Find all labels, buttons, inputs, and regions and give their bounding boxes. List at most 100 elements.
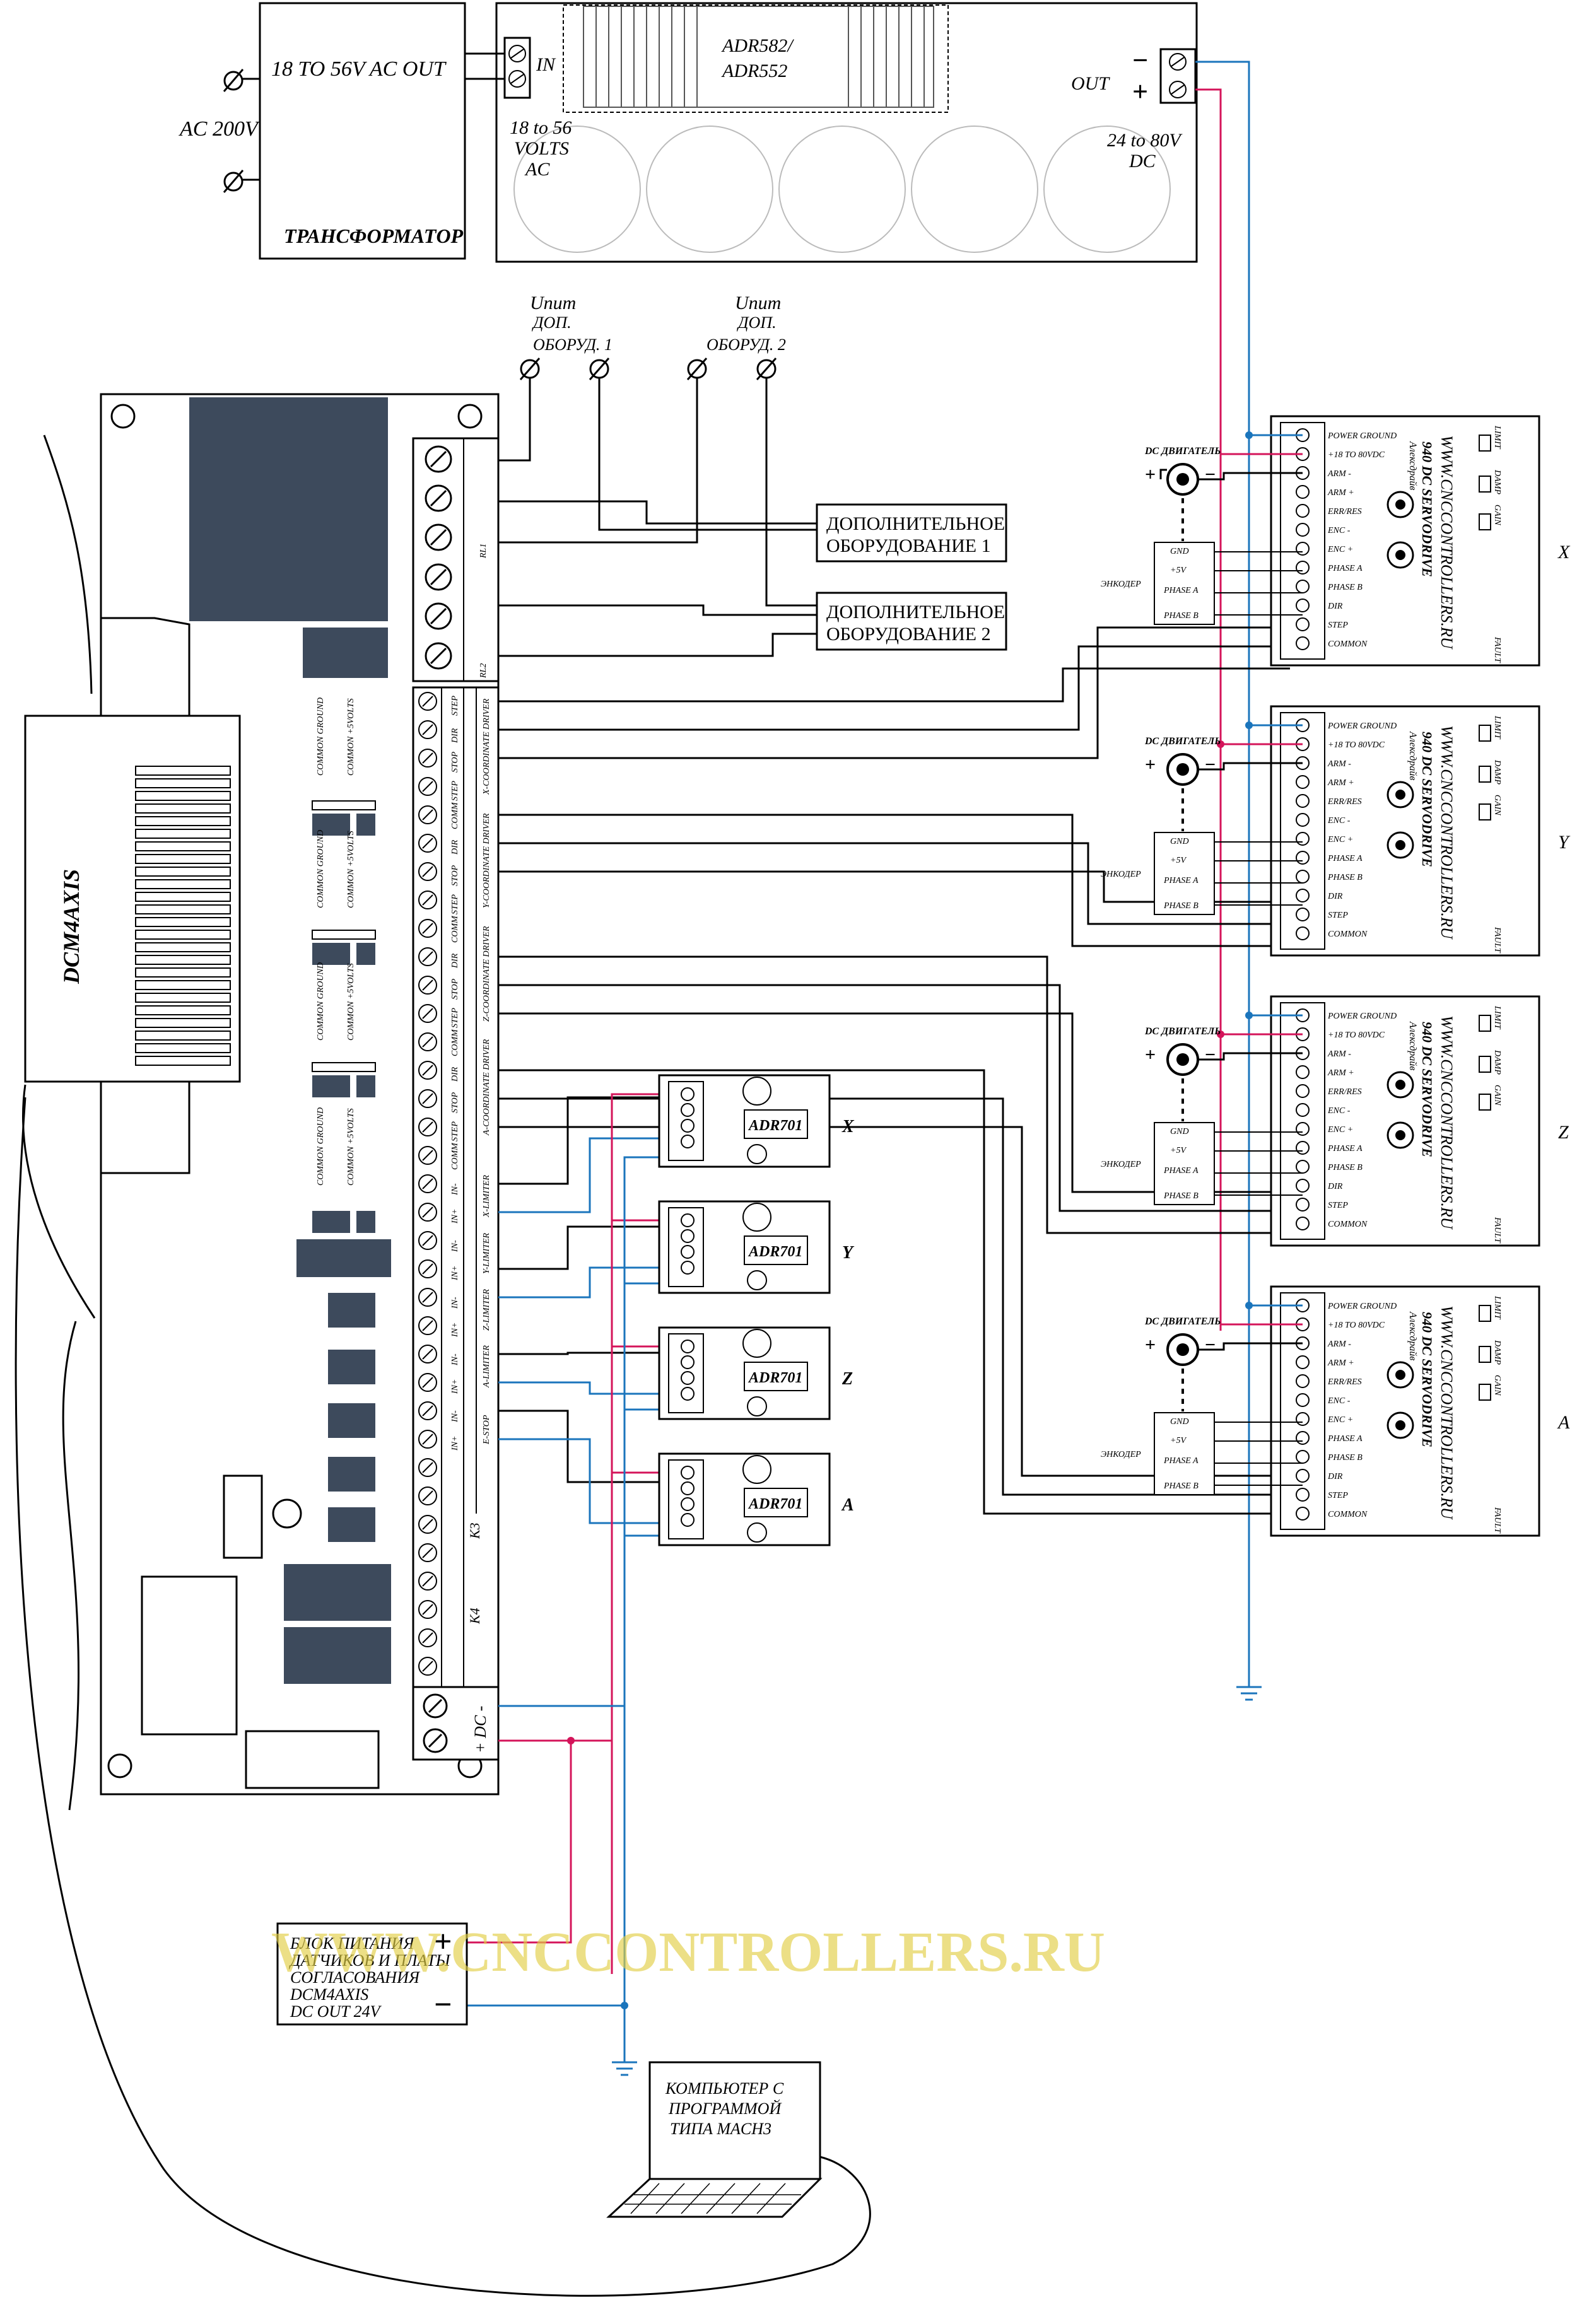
- extra-equipment2-line2: ОБОРУДОВАНИЕ 2: [826, 624, 991, 645]
- svg-text:+18 TO 80VDC: +18 TO 80VDC: [1328, 450, 1385, 460]
- svg-text:PHASE B: PHASE B: [1327, 583, 1363, 592]
- svg-text:LIMIT: LIMIT: [1492, 715, 1502, 740]
- svg-text:ENC -: ENC -: [1327, 526, 1351, 535]
- motor-encoder-x: DC ДВИГАТЕЛЬ + − GND +5V PHASE A PHASE B…: [1101, 446, 1303, 625]
- relay-terminal-block: RL1 RL2: [412, 437, 500, 682]
- controller-board: DCM4AXIS COMMON GROUND COMMON +5VOLTS CO…: [24, 393, 500, 1796]
- step-dir-wires: [498, 626, 1290, 1515]
- psu-box: БЛОК ПИТАНИЯ ДАТЧИКОВ И ПЛАТЫ СОГЛАСОВАН…: [276, 1922, 468, 2026]
- computer-line1: КОМПЬЮТЕР С: [665, 2079, 784, 2098]
- svg-text:STEP: STEP: [450, 1008, 460, 1028]
- terminal-row: IN-: [418, 1345, 460, 1366]
- sensor-axis-x: X: [841, 1117, 855, 1136]
- jumper-label-5v: COMMON +5VOLTS: [346, 698, 356, 776]
- svg-text:ENC +: ENC +: [1327, 835, 1353, 844]
- svg-text:IN+: IN+: [450, 1436, 460, 1451]
- rectifier-heatsink: [583, 6, 934, 108]
- limiter-label-y: Y-LIMITER: [482, 1232, 491, 1274]
- terminal-row: IN-: [418, 1401, 460, 1423]
- servo-axis-x: X: [1557, 542, 1571, 563]
- terminal-row: DIR: [418, 720, 460, 744]
- screw-terminal: [425, 602, 452, 630]
- svg-text:COMMON: COMMON: [1328, 639, 1368, 649]
- svg-text:WWW.CNCCONTROLLERS.RU: WWW.CNCCONTROLLERS.RU: [1438, 725, 1456, 940]
- svg-text:+5V: +5V: [1170, 566, 1187, 575]
- svg-text:DC ДВИГАТЕЛЬ: DC ДВИГАТЕЛЬ: [1144, 1316, 1221, 1327]
- svg-text:PHASE A: PHASE A: [1327, 854, 1363, 863]
- estop-label: E-STOP: [482, 1415, 491, 1445]
- svg-text:POWER GROUND: POWER GROUND: [1327, 721, 1397, 731]
- k4-label: K4: [467, 1608, 483, 1625]
- svg-text:PHASE B: PHASE B: [1327, 873, 1363, 882]
- controller-name: DCM4AXIS: [59, 869, 84, 984]
- terminal-row: DIR: [418, 947, 460, 969]
- sensor-wires: [498, 1093, 659, 2021]
- power-bus-wires: [1195, 61, 1250, 1687]
- motor-encoder-y: DC ДВИГАТЕЛЬ + − GND +5V PHASE A PHASE B…: [1101, 736, 1303, 915]
- transformer-output-label: 18 TO 56V AC OUT: [271, 57, 447, 81]
- svg-text:940 DC SERVODRIVE: 940 DC SERVODRIVE: [1419, 441, 1435, 577]
- svg-text:WWW.CNCCONTROLLERS.RU: WWW.CNCCONTROLLERS.RU: [1438, 1015, 1456, 1230]
- svg-text:LIMIT: LIMIT: [1492, 1005, 1502, 1030]
- svg-text:FAULT: FAULT: [1492, 1507, 1502, 1534]
- svg-text:LIMIT: LIMIT: [1492, 1295, 1502, 1320]
- svg-text:ENC -: ENC -: [1327, 1396, 1351, 1406]
- svg-text:DIR: DIR: [450, 953, 460, 969]
- extra-equipment2-line1: ДОПОЛНИТЕЛЬНОЕ: [826, 602, 1005, 622]
- servo-drive-z: POWER GROUND +18 TO 80VDC ARM - ARM + ER…: [1270, 995, 1569, 1247]
- svg-text:GND: GND: [1170, 837, 1189, 846]
- terminal-row: [418, 1458, 437, 1477]
- screw-terminal: [425, 484, 452, 512]
- svg-text:STEP: STEP: [450, 781, 460, 801]
- svg-text:Алексдрайв: Алексдрайв: [1407, 441, 1418, 490]
- svg-text:DIR: DIR: [1327, 1472, 1343, 1481]
- rectifier-input-line2: VOLTS: [514, 138, 569, 159]
- jumper-label-ground: COMMON GROUND: [316, 1107, 325, 1186]
- terminal-row: [418, 1600, 437, 1619]
- extra-supply1-line1: Uпит: [530, 293, 576, 313]
- sensor-x: ADR701 X: [658, 1074, 855, 1168]
- terminal-row: STOP: [418, 749, 460, 773]
- relay-wires: [498, 378, 817, 657]
- jumper-label-5v: COMMON +5VOLTS: [346, 831, 356, 908]
- svg-text:ARM -: ARM -: [1327, 1340, 1351, 1349]
- svg-text:+5V: +5V: [1170, 1436, 1187, 1445]
- svg-text:ENC -: ENC -: [1327, 816, 1351, 826]
- svg-text:+: +: [1145, 1044, 1156, 1065]
- terminal-row: STOP: [418, 976, 460, 1000]
- transformer-ac-input: AC 200V: [179, 117, 261, 141]
- psu-wires: [467, 1705, 628, 2062]
- terminal-row: STEP: [418, 1118, 460, 1142]
- svg-text:ARM +: ARM +: [1327, 1068, 1354, 1078]
- terminal-row: COMM: [418, 1142, 460, 1170]
- limiter-label-a: A-LIMITER: [482, 1345, 491, 1388]
- jumper-label-ground: COMMON GROUND: [316, 830, 325, 908]
- svg-text:−: −: [1205, 464, 1216, 485]
- svg-text:FAULT: FAULT: [1492, 636, 1502, 663]
- svg-text:COMM: COMM: [450, 1029, 460, 1056]
- terminal-row: IN+: [418, 1259, 460, 1281]
- svg-text:PHASE A: PHASE A: [1163, 586, 1199, 595]
- svg-text:PHASE B: PHASE B: [1163, 1481, 1199, 1491]
- svg-text:WWW.CNCCONTROLLERS.RU: WWW.CNCCONTROLLERS.RU: [1438, 435, 1456, 650]
- svg-text:−: −: [1205, 1334, 1216, 1355]
- jumper-label-5v: COMMON +5VOLTS: [346, 963, 356, 1041]
- svg-text:STEP: STEP: [450, 894, 460, 914]
- terminal-row: [418, 1543, 437, 1562]
- svg-text:FAULT: FAULT: [1492, 1217, 1502, 1244]
- sensor-model: ADR701: [747, 1370, 802, 1386]
- sensor-model: ADR701: [747, 1118, 802, 1134]
- heatsink-fins: [135, 766, 231, 1066]
- dc-label: + DC -: [471, 1706, 490, 1753]
- sensor-model: ADR701: [747, 1496, 802, 1512]
- motor-encoder-z: DC ДВИГАТЕЛЬ + − GND +5V PHASE A PHASE B…: [1101, 1026, 1303, 1205]
- ground-symbol: [1236, 1686, 1262, 1701]
- svg-text:ARM -: ARM -: [1327, 759, 1351, 769]
- jumper-groups: COMMON GROUND COMMON +5VOLTS COMMON GROU…: [312, 698, 376, 1233]
- svg-text:GND: GND: [1170, 1127, 1189, 1136]
- ac-input-terminal-bottom: [223, 170, 260, 193]
- terminal-row: STOP: [418, 862, 460, 886]
- outline-curve: [15, 1097, 871, 2297]
- svg-text:PHASE B: PHASE B: [1327, 1163, 1363, 1172]
- svg-text:GAIN: GAIN: [1492, 795, 1502, 815]
